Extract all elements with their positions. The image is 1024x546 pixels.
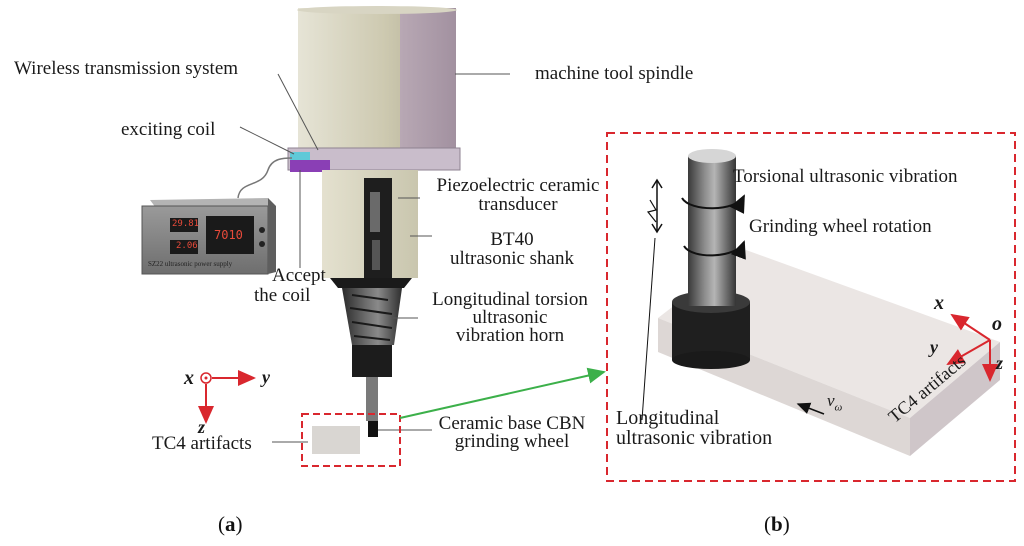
label-feed-symbol: v — [827, 391, 835, 410]
panel-a-letter: a — [225, 512, 236, 536]
panel-a-open: ( — [218, 512, 225, 536]
panel-b-letter: b — [771, 512, 783, 536]
label-horn-line3: vibration horn — [455, 325, 565, 346]
panel-b-open: ( — [764, 512, 771, 536]
panel-label-a: (a) — [218, 512, 243, 537]
ps-display-main: 7010 — [214, 228, 243, 242]
label-tc4-a: TC4 artifacts — [152, 433, 252, 454]
grinding-wheel-icon — [672, 149, 750, 369]
axis-b-x: x — [934, 292, 944, 314]
label-wheel-line2: grinding wheel — [454, 431, 570, 452]
axis-a-z: z — [198, 417, 206, 437]
label-feed-subscript: ω — [834, 401, 843, 414]
label-longitudinal-line1: Longitudinal — [616, 407, 720, 429]
label-machine-spindle: machine tool spindle — [535, 63, 694, 84]
panel-a-close: ) — [235, 512, 243, 536]
label-piezo-line2: transducer — [478, 194, 558, 215]
axes-a — [198, 370, 256, 424]
label-accept-line2: the coil — [254, 285, 311, 306]
ps-caption: SZ22 ultrasonic power supply — [148, 260, 233, 268]
spindle-flange-icon — [287, 147, 461, 172]
label-bt40-line1: BT40 — [490, 229, 534, 250]
label-feed-v: vω — [827, 392, 842, 413]
ps-display-bottom: 2.06 — [176, 241, 198, 251]
ps-display-top: 29.81 — [172, 219, 200, 229]
panel-label-b: (b) — [764, 512, 790, 537]
label-torsional: Torsional ultrasonic vibration — [733, 166, 958, 187]
label-exciting-coil: exciting coil — [121, 119, 216, 140]
shank-body-icon — [322, 170, 418, 288]
label-accept-line1: Accept — [272, 265, 326, 286]
longitudinal-vibration-arrow — [641, 178, 663, 421]
label-wireless-system: Wireless transmission system — [14, 58, 239, 79]
feed-arrow — [796, 402, 825, 415]
label-piezo-line1: Piezoelectric ceramic — [436, 175, 600, 196]
leader-lines-a — [239, 73, 510, 443]
label-rotation: Grinding wheel rotation — [749, 216, 932, 237]
axis-b-origin: o — [992, 313, 1002, 335]
axis-a-y: y — [262, 367, 270, 387]
axis-b-y: y — [930, 337, 938, 357]
axis-b-z: z — [996, 353, 1004, 373]
power-supply-icon — [141, 198, 276, 275]
label-longitudinal-line2: ultrasonic vibration — [616, 427, 773, 449]
panel-b-close: ) — [782, 512, 790, 536]
label-horn-line1: Longitudinal torsion — [432, 289, 588, 310]
zoom-source-box — [301, 413, 401, 467]
workpiece-a-icon — [312, 426, 360, 454]
rotation-arrows — [681, 194, 746, 260]
label-horn-line2: ultrasonic — [472, 307, 548, 328]
axes-b — [946, 313, 998, 382]
power-cable — [237, 157, 293, 199]
label-wheel-line1: Ceramic base CBN — [438, 413, 586, 434]
spindle-housing-icon — [297, 6, 457, 150]
label-bt40-line2: ultrasonic shank — [449, 248, 574, 269]
ultrasonic-horn-icon — [342, 288, 402, 437]
zoom-link-arrow — [399, 367, 606, 419]
axis-a-x: x — [184, 367, 194, 389]
